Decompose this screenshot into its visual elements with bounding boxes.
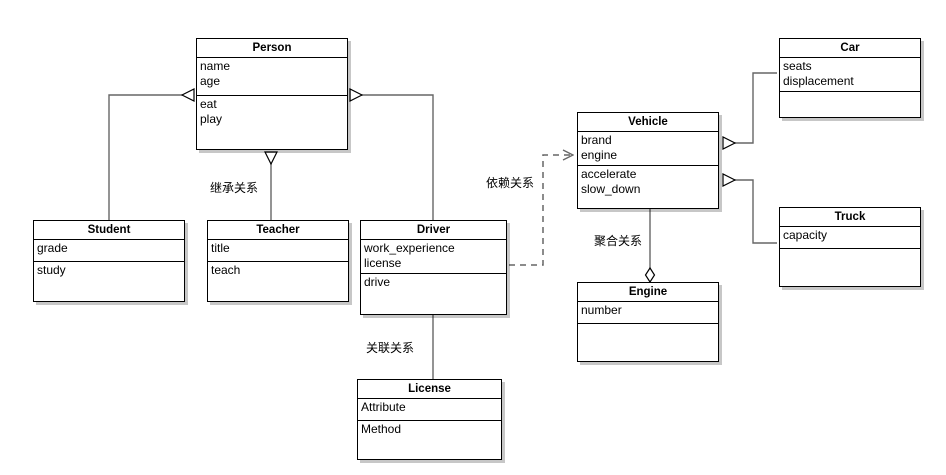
class-engine-attributes: number xyxy=(578,302,718,324)
class-engine[interactable]: Engine number xyxy=(577,282,719,362)
class-student-attributes: grade xyxy=(34,240,184,262)
class-car[interactable]: Car seats displacement xyxy=(779,38,921,118)
class-car-title: Car xyxy=(780,39,920,58)
attribute: grade xyxy=(37,241,68,255)
class-vehicle-methods: accelerate slow_down xyxy=(578,166,718,208)
attribute: work_experience xyxy=(364,241,455,255)
edge-label-aggregation: 聚合关系 xyxy=(594,234,643,248)
attribute: name xyxy=(200,59,231,73)
class-license-methods: Method xyxy=(358,421,501,459)
class-person-title: Person xyxy=(197,39,347,58)
edge-truck-vehicle xyxy=(723,180,777,244)
attribute: seats xyxy=(783,59,812,73)
class-driver[interactable]: Driver work_experience license drive xyxy=(360,220,507,315)
attribute: Attribute xyxy=(361,400,406,414)
class-person[interactable]: Person name age eat play xyxy=(196,38,348,150)
class-truck-attributes: capacity xyxy=(780,227,920,249)
class-driver-title: Driver xyxy=(361,221,506,240)
edge-car-vehicle xyxy=(723,72,777,143)
class-student-title: Student xyxy=(34,221,184,240)
class-vehicle-title: Vehicle xyxy=(578,113,718,132)
class-teacher[interactable]: Teacher title teach xyxy=(207,220,349,302)
attribute: capacity xyxy=(783,228,828,242)
class-teacher-attributes: title xyxy=(208,240,348,262)
attribute: number xyxy=(581,303,622,317)
class-teacher-methods: teach xyxy=(208,262,348,301)
attribute: displacement xyxy=(783,74,854,88)
class-engine-methods xyxy=(578,324,718,361)
attribute: age xyxy=(200,74,221,88)
edge-driver-vehicle xyxy=(509,155,573,266)
class-license[interactable]: License Attribute Method xyxy=(357,379,502,460)
edge-label-dependency: 依赖关系 xyxy=(486,176,535,190)
class-driver-methods: drive xyxy=(361,274,506,314)
class-person-attributes: name age xyxy=(197,58,347,96)
class-truck-methods xyxy=(780,249,920,286)
method: study xyxy=(37,263,66,277)
method: drive xyxy=(364,275,391,289)
attribute: brand xyxy=(581,133,612,147)
class-person-methods: eat play xyxy=(197,96,347,149)
edge-label-association: 关联关系 xyxy=(366,341,415,355)
class-vehicle-attributes: brand engine xyxy=(578,132,718,166)
attribute: title xyxy=(211,241,230,255)
attribute: engine xyxy=(581,148,618,162)
class-license-title: License xyxy=(358,380,501,399)
method: Method xyxy=(361,422,402,436)
class-vehicle[interactable]: Vehicle brand engine accelerate slow_dow… xyxy=(577,112,719,209)
attribute: license xyxy=(364,256,402,270)
class-license-attributes: Attribute xyxy=(358,399,501,421)
class-engine-title: Engine xyxy=(578,283,718,302)
edge-label-inheritance: 继承关系 xyxy=(210,181,259,195)
method: teach xyxy=(211,263,241,277)
method: eat xyxy=(200,97,217,111)
class-truck[interactable]: Truck capacity xyxy=(779,207,921,287)
class-car-attributes: seats displacement xyxy=(780,58,920,92)
class-car-methods xyxy=(780,92,920,117)
class-student[interactable]: Student grade study xyxy=(33,220,185,302)
class-teacher-title: Teacher xyxy=(208,221,348,240)
class-driver-attributes: work_experience license xyxy=(361,240,506,274)
class-truck-title: Truck xyxy=(780,208,920,227)
method: slow_down xyxy=(581,182,641,196)
class-student-methods: study xyxy=(34,262,184,301)
method: play xyxy=(200,112,223,126)
edge-student-person xyxy=(108,95,194,220)
method: accelerate xyxy=(581,167,637,181)
edge-driver-person xyxy=(350,95,434,220)
